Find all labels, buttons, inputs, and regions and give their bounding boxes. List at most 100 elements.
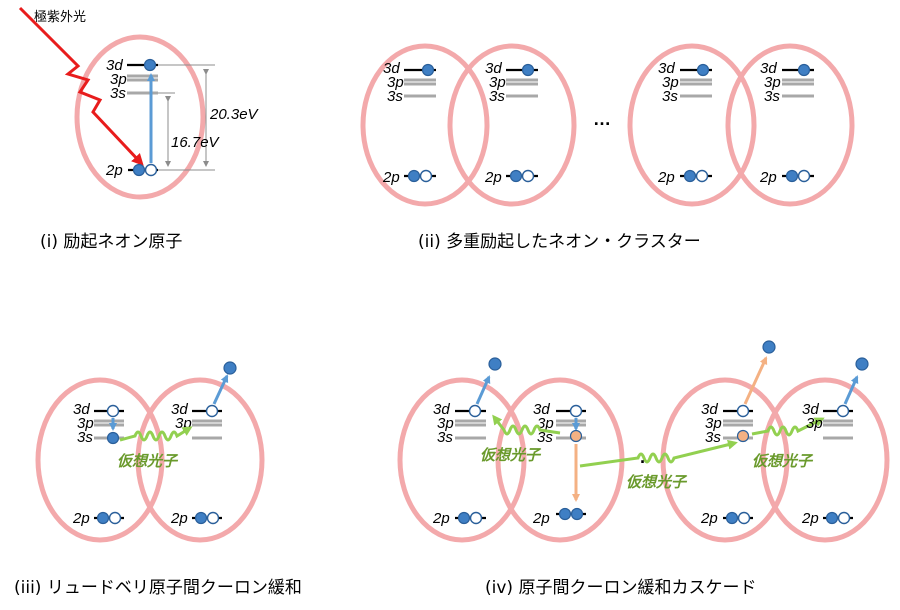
- hole: [206, 511, 220, 525]
- level-3s-label: 3s: [489, 88, 505, 105]
- panel-iii: 3d 3p 3s 2p 3d 3p 2p 仮想光子 (iii) リュードベリ原子…: [14, 361, 302, 598]
- level-2p-label: 2p: [700, 510, 718, 527]
- level-3p-label: 3p: [437, 415, 454, 432]
- emitted-electron: [855, 357, 869, 371]
- electron: [407, 169, 421, 183]
- level-2p-label: 2p: [170, 510, 188, 527]
- atom-ring: [397, 377, 527, 543]
- level-3s-label: 3s: [662, 88, 678, 105]
- atom-ring: [725, 43, 855, 207]
- vacancy: [736, 404, 750, 418]
- level-3s-label: 3s: [437, 429, 453, 446]
- level-3d-label: 3d: [760, 60, 777, 77]
- level-3d-label: 3d: [485, 60, 502, 77]
- electron: [725, 511, 739, 525]
- level-3p-label: 3p: [705, 415, 722, 432]
- virtual-photon-arrow: [579, 439, 738, 468]
- energy-16eV-label: 16.7eV: [171, 134, 221, 151]
- level-3p-label: 3p: [662, 74, 679, 91]
- level-3d-label: 3d: [533, 401, 550, 418]
- atom-ring: [760, 377, 890, 543]
- level-3s-label: 3s: [705, 429, 721, 446]
- level-3d-label: 3d: [106, 57, 123, 74]
- level-3d-label: 3d: [383, 60, 400, 77]
- level-2p-label: 2p: [801, 510, 819, 527]
- level-2p-label: 2p: [382, 169, 400, 186]
- relaxed-electron: [569, 429, 583, 443]
- ionization-arrow: [843, 375, 859, 405]
- level-3d-label: 3d: [701, 401, 718, 418]
- level-3s-label: 3s: [537, 429, 553, 446]
- level-2p-label: 2p: [72, 510, 90, 527]
- atom-ring: [35, 377, 165, 543]
- level-3p-label: 3p: [537, 415, 554, 432]
- level-2p-label: 2p: [484, 169, 502, 186]
- electron: [683, 169, 697, 183]
- emitted-electron: [762, 340, 776, 354]
- level-3s-label: 3s: [764, 88, 780, 105]
- caption-i: (i) 励起ネオン原子: [40, 232, 182, 252]
- relaxed-electron: [736, 429, 750, 443]
- ellipsis-dot: ·: [640, 452, 646, 472]
- level-3p-label: 3p: [77, 415, 94, 432]
- vacancy: [569, 404, 583, 418]
- vacancy: [106, 404, 120, 418]
- electron: [785, 169, 799, 183]
- ionization-arrow: [743, 356, 768, 405]
- ionization-arrow: [212, 374, 229, 405]
- level-3d-label: 3d: [658, 60, 675, 77]
- vacancy: [205, 404, 219, 418]
- virtual-photon-label: 仮想光子: [752, 452, 814, 470]
- virtual-photon-label: 仮想光子: [117, 452, 179, 470]
- atom-ring: [135, 377, 265, 543]
- level-2p-label: 2p: [759, 169, 777, 186]
- excited-electron: [696, 63, 710, 77]
- electron: [194, 511, 208, 525]
- hole: [695, 169, 709, 183]
- energy-20eV-label: 20.3eV: [209, 106, 260, 123]
- panel-iv: 3d 3p 3s 2p 3d 3p 3s 2p 仮想光子 ·: [397, 340, 890, 598]
- hole: [521, 169, 535, 183]
- hole: [469, 511, 483, 525]
- level-3s-label: 3s: [77, 429, 93, 446]
- atom-ring: [660, 377, 790, 543]
- emitted-electron: [223, 361, 237, 375]
- virtual-photon-arrow: [492, 414, 561, 436]
- panel-ii: 3d 3p 3s 2p 3d 3p 3s 2p … 3d 3p 3s: [360, 43, 855, 252]
- ellipsis: …: [593, 109, 611, 129]
- excited-electron: [797, 63, 811, 77]
- level-2p-label: 2p: [657, 169, 675, 186]
- hole: [797, 169, 811, 183]
- level-2p-label: 2p: [432, 510, 450, 527]
- vacancy: [468, 404, 482, 418]
- electron: [509, 169, 523, 183]
- level-2p-label: 2p: [105, 162, 123, 179]
- hole: [144, 163, 158, 177]
- level-3d-label: 3d: [171, 401, 188, 418]
- caption-ii: (ii) 多重励起したネオン・クラスター: [418, 232, 701, 252]
- level-3p-label: 3p: [387, 74, 404, 91]
- hole: [419, 169, 433, 183]
- caption-iii: (iii) リュードベリ原子間クーロン緩和: [14, 578, 302, 598]
- panel-i: 極紫外光 3d 3p 3s 2p 20.3eV 16.7eV (i) 励起ネオン…: [18, 6, 260, 252]
- level-3p-label: 3p: [110, 71, 127, 88]
- excited-electron: [521, 63, 535, 77]
- electron: [570, 507, 584, 521]
- excited-electron: [421, 63, 435, 77]
- ionization-arrow: [475, 375, 491, 405]
- electron: [132, 163, 146, 177]
- euv-label: 極紫外光: [34, 9, 86, 25]
- level-2p-label: 2p: [532, 510, 550, 527]
- euv-photon-arrow: [18, 6, 144, 166]
- virtual-photon-arrow: [119, 426, 193, 442]
- emitted-electron: [488, 357, 502, 371]
- caption-iv: (iv) 原子間クーロン緩和カスケード: [485, 578, 756, 598]
- level-3d-label: 3d: [73, 401, 90, 418]
- virtual-photon-arrow: [751, 417, 825, 437]
- level-3d-label: 3d: [802, 401, 819, 418]
- hole: [737, 511, 751, 525]
- electron: [457, 511, 471, 525]
- atom-ring: [360, 43, 490, 207]
- relaxed-electron: [106, 431, 120, 445]
- excited-electron: [143, 58, 157, 72]
